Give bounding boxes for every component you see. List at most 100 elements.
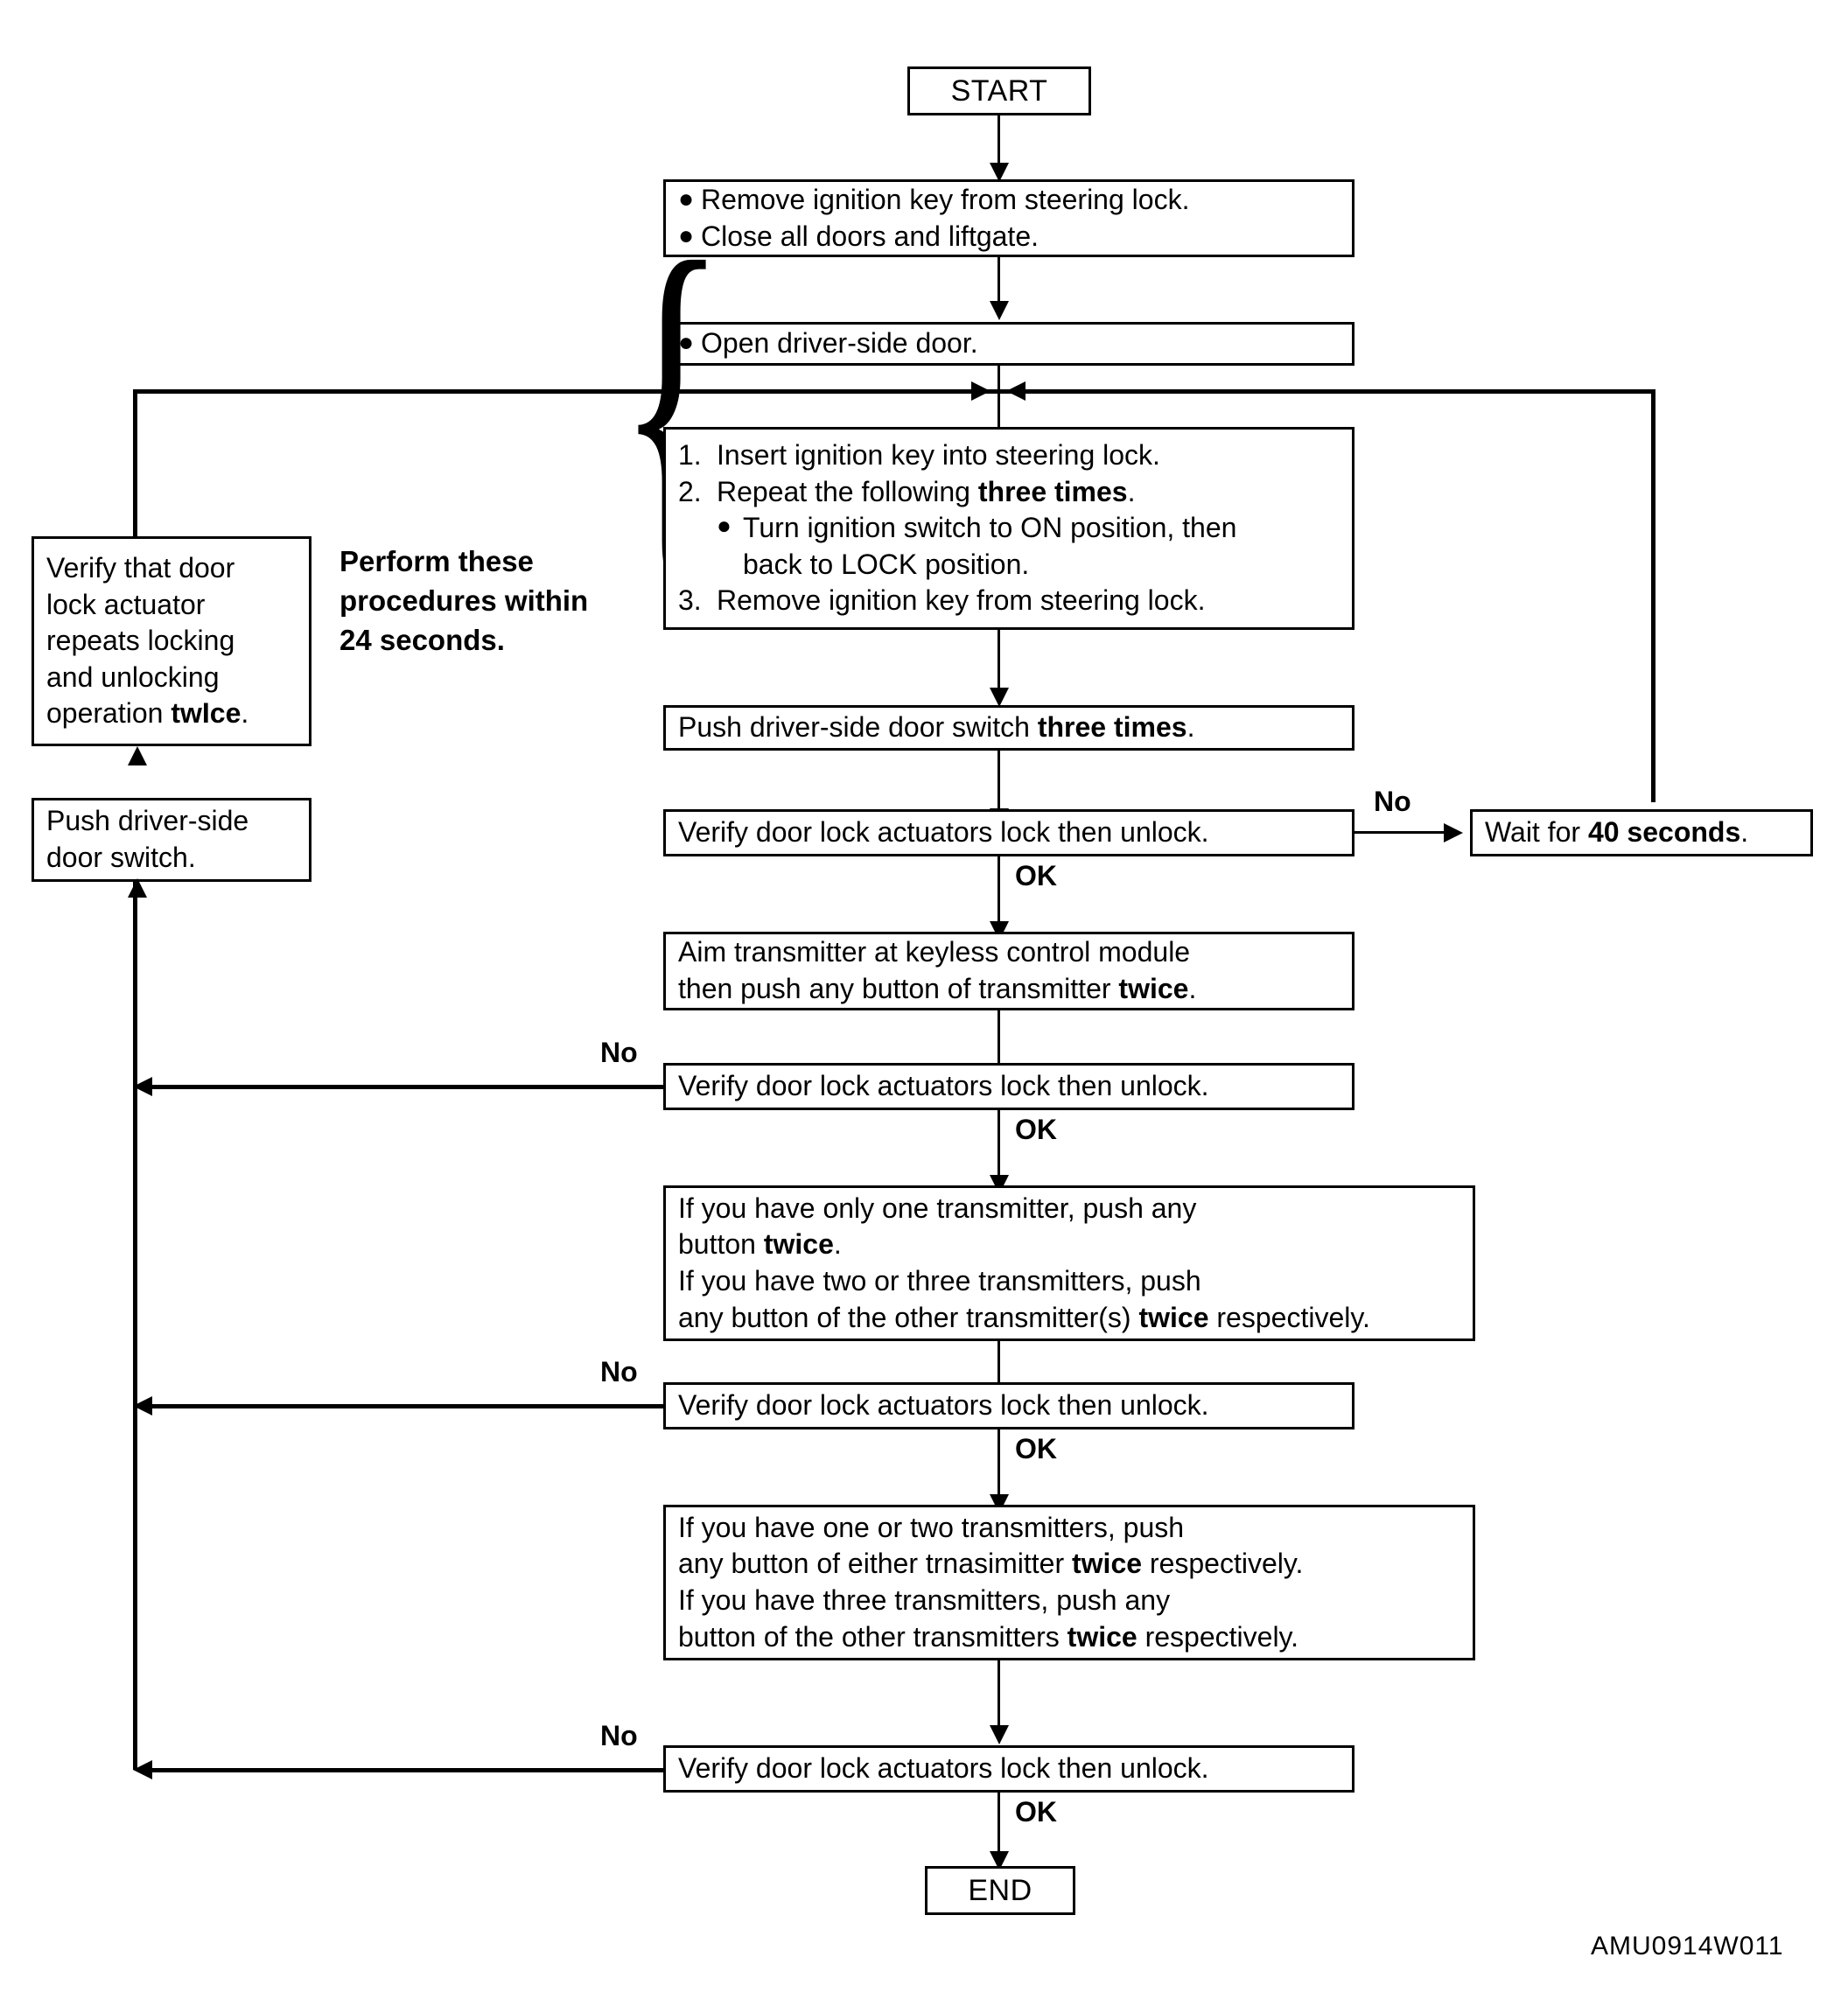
trans-b-line-2: any button of either trnasimitter twice … (678, 1548, 1304, 1580)
aim-line-2: then push any button of transmitter twic… (678, 973, 1197, 1004)
label-ok-1: OK (1015, 860, 1057, 891)
bullet-dot-icon: ● (717, 512, 732, 540)
node-wait-40-seconds: Wait for 40 seconds. (1470, 809, 1813, 856)
verify-actuator-line-4: and unlocking (46, 661, 220, 693)
connector-junction-to-procedure (998, 392, 1000, 446)
loop-left-feedback-vertical (133, 882, 137, 1770)
arrow-verify1-no (1444, 823, 1463, 842)
verify-actuator-line-1: Verify that door (46, 552, 235, 584)
bullet-dot-icon: ● (678, 328, 695, 358)
bullet-open-door: ● Open driver-side door. (678, 325, 1340, 362)
connector-verify1-no (1354, 831, 1449, 834)
node-push-door-switch-three-times: Push driver-side door switch three times… (663, 705, 1354, 751)
arrow-transb-to-verify4 (990, 1725, 1009, 1744)
node-remove-key-close-doors: ● Remove ignition key from steering lock… (663, 179, 1354, 257)
connector-verify2-ok (998, 1110, 1000, 1185)
connector-verify3-ok (998, 1429, 1000, 1505)
step-1-number: 1. (678, 439, 702, 472)
arrow-verify3-no (133, 1396, 152, 1415)
verify-1-text: Verify door lock actuators lock then unl… (678, 816, 1209, 849)
label-ok-4: OK (1015, 1796, 1057, 1828)
node-start: START (907, 66, 1091, 115)
arrow-left-loop-into-junction (971, 381, 990, 401)
step-2-sub-text-b: back to LOCK position. (743, 548, 1030, 580)
trans-b-line-4: button of the other transmitters twice r… (678, 1620, 1299, 1653)
label-ok-3: OK (1015, 1433, 1057, 1464)
node-ignition-procedure: 1. Insert ignition key into steering loc… (663, 427, 1354, 630)
node-verify-actuator-repeats: Verify that door lock actuator repeats l… (32, 536, 312, 746)
connector-transa-to-verify3 (998, 1341, 1000, 1416)
node-open-driver-door: ● Open driver-side door. (663, 322, 1354, 366)
aim-line-1: Aim transmitter at keyless control modul… (678, 936, 1191, 968)
bullet-close-doors: ● Close all doors and liftgate. (678, 219, 1340, 255)
arrow-verify4-ok (990, 1851, 1009, 1870)
trans-a-line-3: If you have two or three transmitters, p… (678, 1265, 1201, 1297)
loop-right-top-horizontal (999, 389, 1654, 394)
node-transmitter-instructions-b: If you have one or two transmitters, pus… (663, 1505, 1475, 1660)
trans-a-line-2: button twice. (678, 1228, 842, 1261)
connector-procedure-to-push3 (998, 630, 1000, 696)
node-aim-transmitter: Aim transmitter at keyless control modul… (663, 932, 1354, 1010)
step-3-number: 3. (678, 584, 702, 617)
arrow-push-switch-to-verify-actuator (128, 746, 147, 765)
loop-left-vertical (133, 389, 137, 538)
step-2-text: Repeat the following three times. (717, 475, 1136, 507)
bullet-dot-icon: ● (678, 220, 695, 250)
arrow-loop-left-into-push-switch (128, 878, 147, 898)
arrow-verify4-no (133, 1760, 152, 1779)
trans-b-line-1: If you have one or two transmitters, pus… (678, 1511, 1185, 1543)
label-no-2: No (600, 1037, 638, 1068)
arrow-procedure-to-push3 (990, 688, 1009, 707)
trans-a-line-1: If you have only one transmitter, push a… (678, 1192, 1197, 1224)
timing-note: Perform these procedures within 24 secon… (340, 545, 589, 656)
arrow-verify2-no (133, 1077, 152, 1096)
remove-key-text: Remove ignition key from steering lock. (701, 183, 1190, 215)
procedure-step-2: 2. Repeat the following three times. (678, 474, 1340, 511)
verify-actuator-line-3: repeats locking (46, 625, 235, 657)
end-label: END (968, 1873, 1032, 1907)
procedure-step-2-sub-line2: back to LOCK position. (678, 547, 1340, 584)
figure-code: AMU0914W011 (1591, 1932, 1784, 1961)
node-verify-actuators-1: Verify door lock actuators lock then unl… (663, 809, 1354, 856)
connector-verify3-no (144, 1404, 665, 1408)
connector-verify4-no (144, 1768, 665, 1772)
push-switch-line-2: door switch. (46, 842, 196, 873)
label-no-1: No (1374, 786, 1411, 817)
connector-open-to-junction (998, 366, 1000, 392)
arrow-right-loop-into-junction (1006, 381, 1026, 401)
connector-aim-to-verify2 (998, 1010, 1000, 1094)
arrow-start-to-remove (990, 163, 1009, 182)
procedure-step-1: 1. Insert ignition key into steering loc… (678, 437, 1340, 474)
verify-actuator-line-2: lock actuator (46, 588, 206, 620)
step-1-text: Insert ignition key into steering lock. (717, 439, 1160, 472)
procedure-step-3: 3. Remove ignition key from steering loc… (678, 583, 1340, 619)
verify-3-text: Verify door lock actuators lock then unl… (678, 1389, 1209, 1422)
step-3-text: Remove ignition key from steering lock. (717, 584, 1206, 617)
open-door-text: Open driver-side door. (701, 327, 978, 360)
label-no-4: No (600, 1720, 638, 1751)
close-doors-text: Close all doors and liftgate. (701, 220, 1039, 252)
connector-transb-to-verify4 (998, 1660, 1000, 1736)
node-push-driver-door-switch: Push driver-side door switch. (32, 798, 312, 882)
connector-start-to-remove (998, 115, 1000, 170)
arrow-remove-to-open (990, 301, 1009, 320)
push-switch-line-1: Push driver-side (46, 805, 249, 837)
label-no-3: No (600, 1356, 638, 1387)
node-end: END (925, 1866, 1075, 1915)
loop-left-top-horizontal (133, 389, 999, 394)
connector-verify1-ok (998, 856, 1000, 932)
procedure-step-2-sub-line1: ● Turn ignition switch to ON position, t… (678, 510, 1340, 547)
push-three-times-text: Push driver-side door switch three times… (678, 711, 1195, 744)
connector-remove-to-open (998, 257, 1000, 310)
verify-actuator-line-5: operation twIce. (46, 697, 249, 730)
trans-b-line-3: If you have three transmitters, push any (678, 1584, 1171, 1616)
verify-2-text: Verify door lock actuators lock then unl… (678, 1070, 1209, 1102)
node-transmitter-instructions-a: If you have only one transmitter, push a… (663, 1185, 1475, 1341)
step-2-number: 2. (678, 475, 702, 507)
label-ok-2: OK (1015, 1114, 1057, 1145)
verify-4-text: Verify door lock actuators lock then unl… (678, 1752, 1209, 1785)
connector-push3-to-verify1 (998, 751, 1000, 817)
wait-40-text: Wait for 40 seconds. (1485, 816, 1749, 849)
trans-a-line-4: any button of the other transmitter(s) t… (678, 1301, 1370, 1333)
